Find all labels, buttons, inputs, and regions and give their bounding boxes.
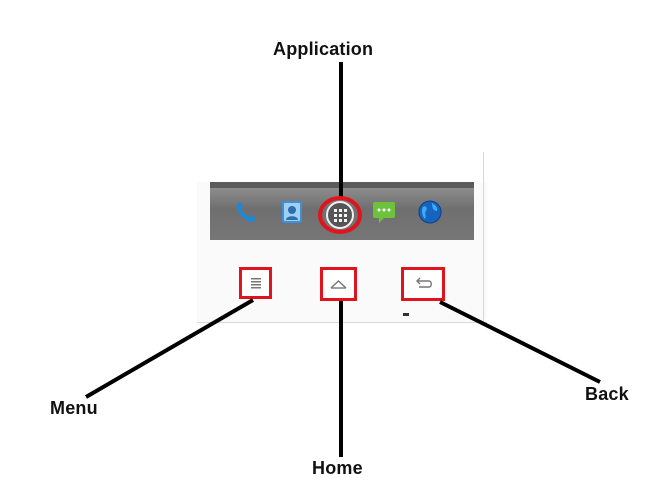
phone-edge [483,152,484,322]
app-dock [210,188,474,240]
phone-icon[interactable] [232,198,260,226]
menu-icon [251,278,261,289]
contacts-icon[interactable] [278,198,306,226]
messaging-icon[interactable] [370,198,398,226]
menu-button[interactable] [239,267,272,299]
home-label: Home [312,458,363,478]
application-label: Application [273,39,374,59]
back-button[interactable] [401,267,445,301]
home-icon [330,280,347,289]
status-indicator-dot [403,313,409,316]
phone-screenshot [197,152,487,323]
home-button[interactable] [320,267,357,301]
back-label: Back [585,384,629,404]
back-arrow-icon [416,277,432,288]
browser-globe-icon[interactable] [416,198,444,226]
menu-label: Menu [50,398,98,418]
